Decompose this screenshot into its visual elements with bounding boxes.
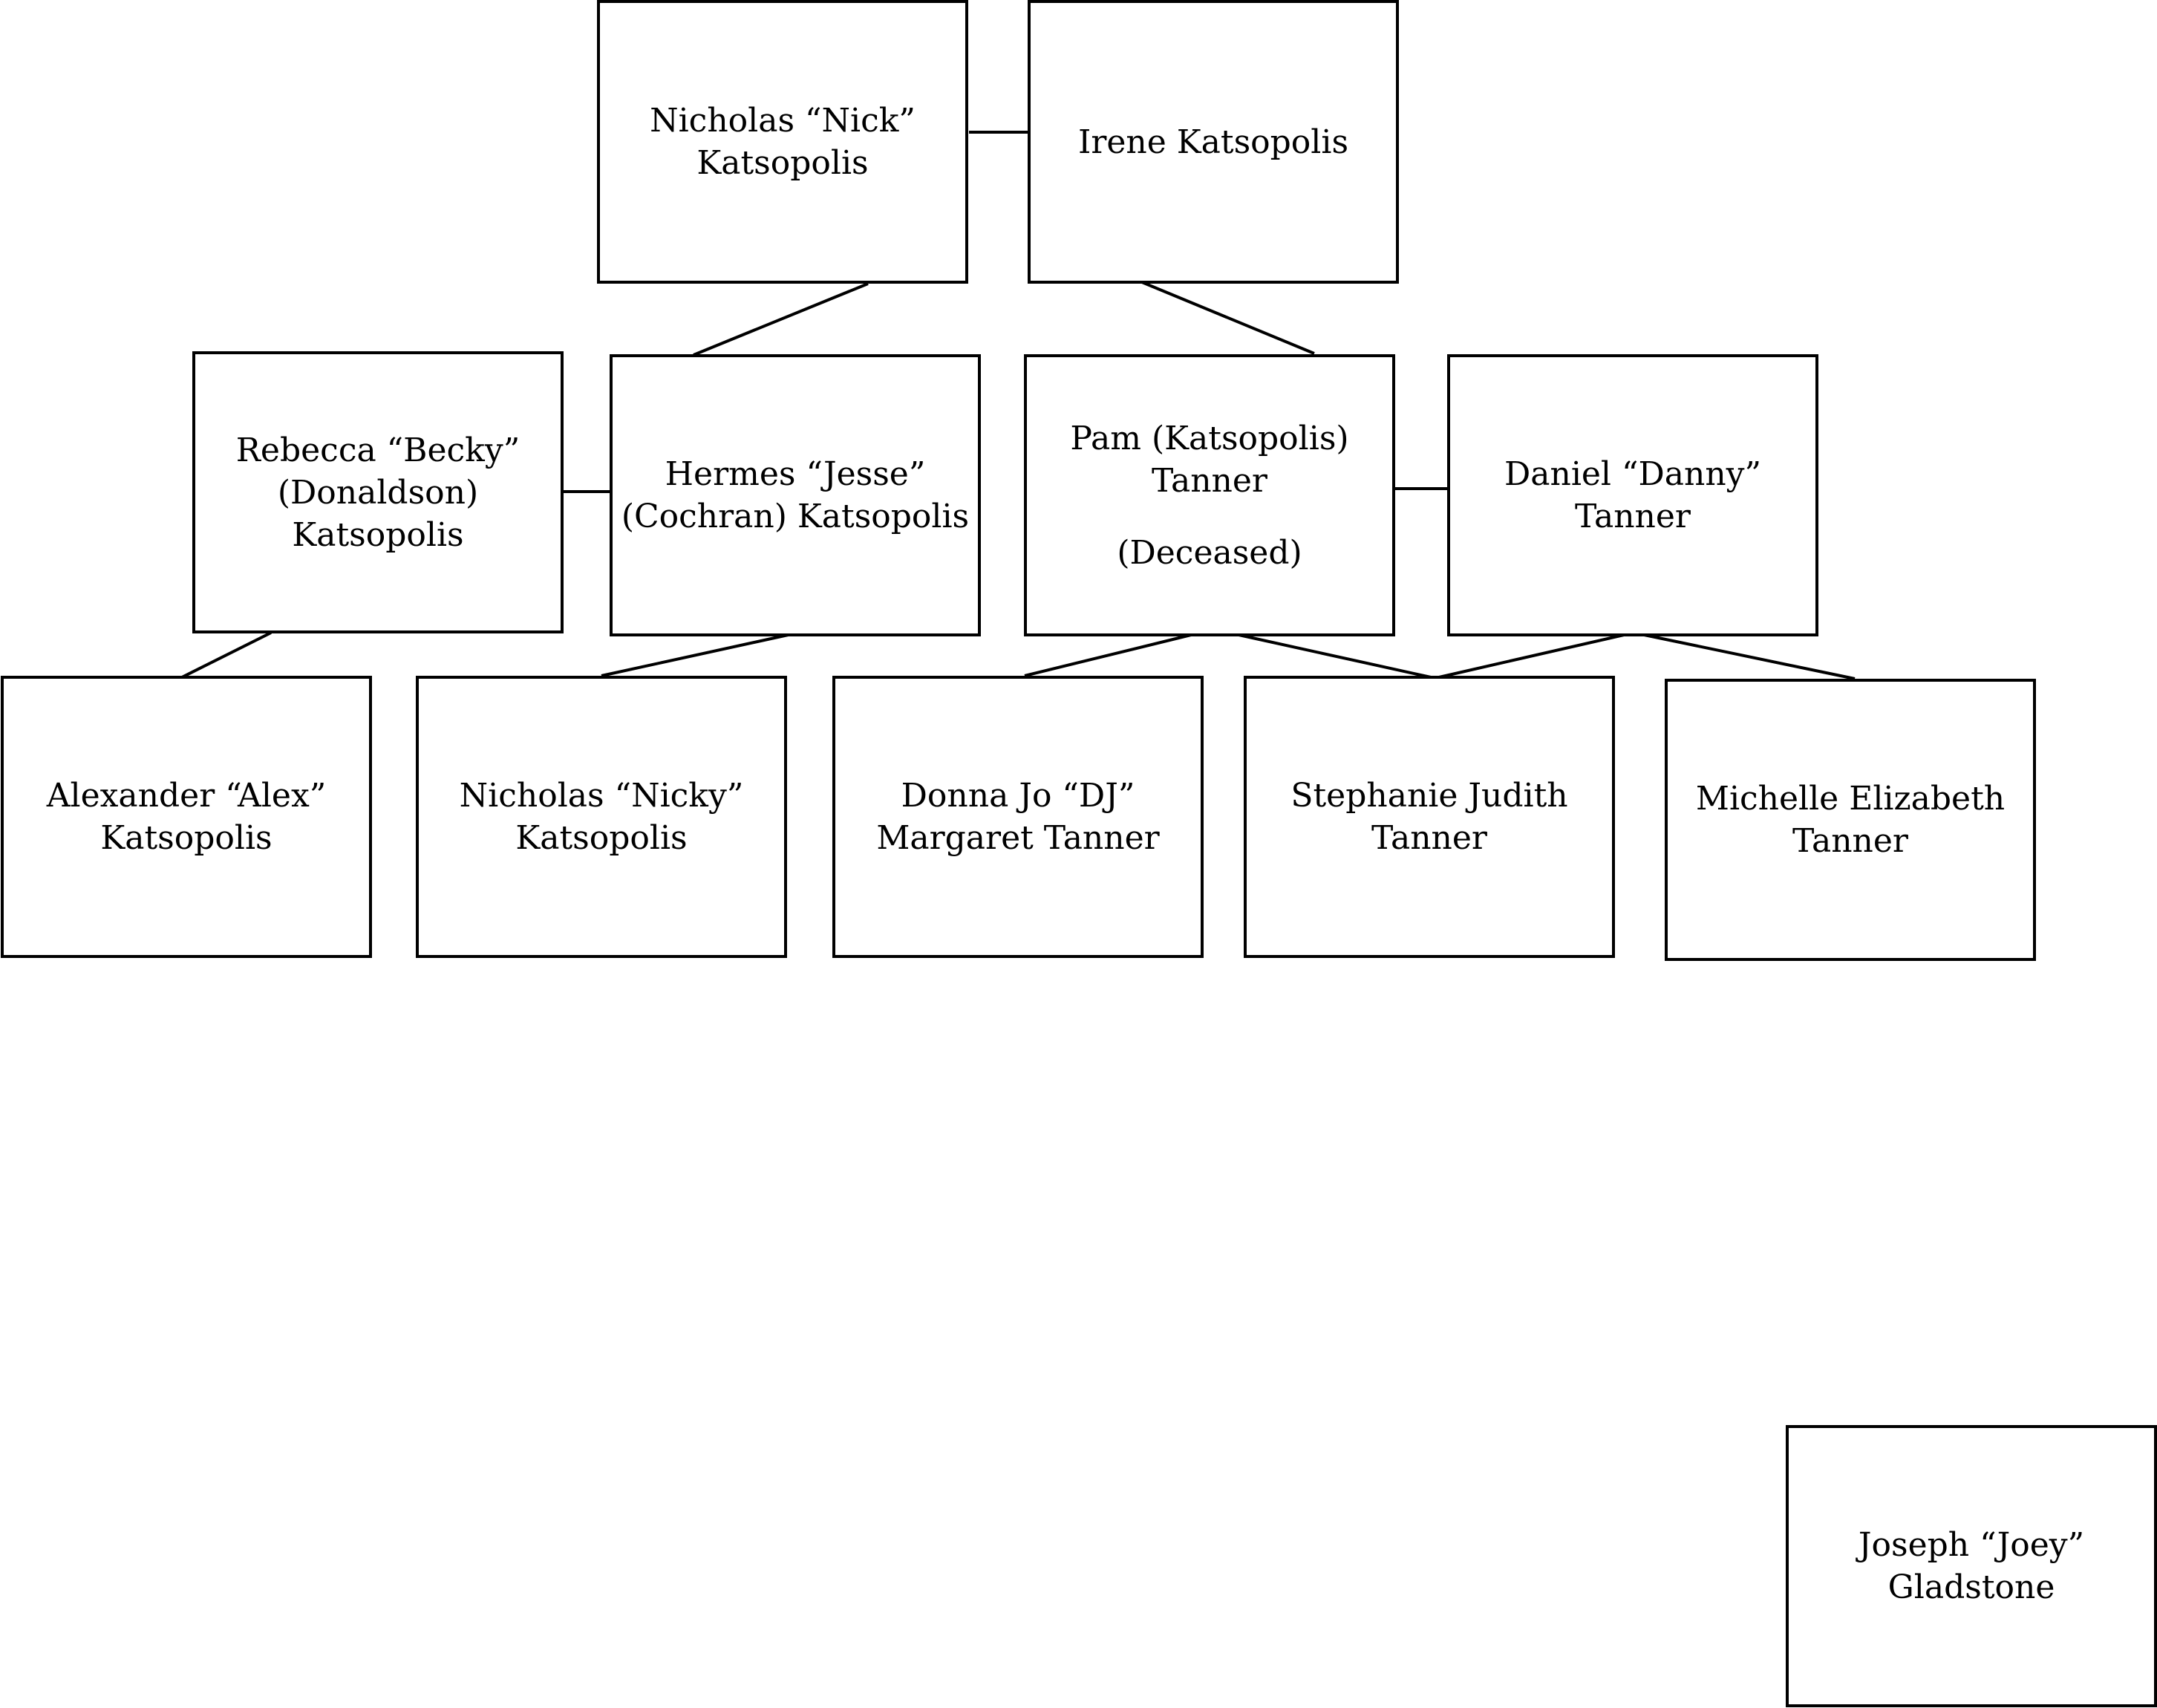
child-line-danny-michelle xyxy=(1633,631,1856,680)
person-box-becky: Rebecca “Becky” (Donaldson) Katsopolis xyxy=(192,351,564,633)
person-box-pam: Pam (Katsopolis) Tanner (Deceased) xyxy=(1024,354,1395,636)
child-line-becky-alex xyxy=(181,631,272,679)
child-line-irene-pam xyxy=(1141,281,1315,355)
person-box-nicky: Nicholas “Nicky” Katsopolis xyxy=(416,676,787,958)
person-box-michelle: Michelle Elizabeth Tanner xyxy=(1665,679,2036,961)
person-name-line: Alexander “Alex” xyxy=(46,777,327,815)
child-line-pam-stephanie xyxy=(1235,633,1432,679)
person-name-line: (Cochran) Katsopolis xyxy=(621,498,970,535)
child-line-pam-dj xyxy=(1024,633,1195,677)
person-box-stephanie: Stephanie Judith Tanner xyxy=(1244,676,1615,958)
person-name-line: Katsopolis xyxy=(100,819,273,857)
person-name-line: Hermes “Jesse” xyxy=(665,455,926,493)
person-box-joey: Joseph “Joey” Gladstone xyxy=(1786,1425,2157,1707)
person-box-nick: Nicholas “Nick” Katsopolis xyxy=(597,0,968,284)
child-line-danny-stephanie xyxy=(1438,631,1634,679)
deceased-note: (Deceased) xyxy=(1117,533,1302,572)
person-name-line: (Donaldson) xyxy=(277,473,479,512)
person-name-line: Margaret Tanner xyxy=(876,819,1160,857)
person-name-line: Michelle Elizabeth xyxy=(1695,780,2006,818)
person-box-alex: Alexander “Alex” Katsopolis xyxy=(1,676,372,958)
person-name-line: Katsopolis xyxy=(696,144,869,182)
person-name-line: Nicholas “Nick” xyxy=(650,102,916,140)
person-name-line: Daniel “Danny” xyxy=(1504,455,1762,493)
person-box-jesse: Hermes “Jesse” (Cochran) Katsopolis xyxy=(610,354,981,636)
child-line-nick-jesse xyxy=(693,282,869,356)
person-name-line: Nicholas “Nicky” xyxy=(459,777,744,815)
person-box-irene: Irene Katsopolis xyxy=(1028,0,1399,284)
child-line-jesse-nicky xyxy=(601,633,792,677)
person-name-line: Tanner xyxy=(1575,498,1691,535)
person-name-line: Tanner xyxy=(1371,819,1487,857)
person-name-line: Gladstone xyxy=(1887,1568,2055,1606)
person-name-line: Katsopolis xyxy=(515,819,688,857)
person-name-line: Irene Katsopolis xyxy=(1077,123,1349,161)
person-name-line: Katsopolis xyxy=(292,515,464,554)
person-box-dj: Donna Jo “DJ” Margaret Tanner xyxy=(832,676,1204,958)
person-name-line: Joseph “Joey” xyxy=(1858,1526,2085,1564)
person-name-line: Stephanie Judith xyxy=(1290,777,1568,815)
person-name-line: Tanner xyxy=(1792,822,1908,860)
person-name-line: Tanner xyxy=(1152,461,1267,500)
person-box-danny: Daniel “Danny” Tanner xyxy=(1447,354,1818,636)
person-name-line: Pam (Katsopolis) xyxy=(1070,419,1349,457)
person-name-line: Rebecca “Becky” xyxy=(235,431,521,469)
person-name-line: Donna Jo “DJ” xyxy=(901,777,1135,815)
